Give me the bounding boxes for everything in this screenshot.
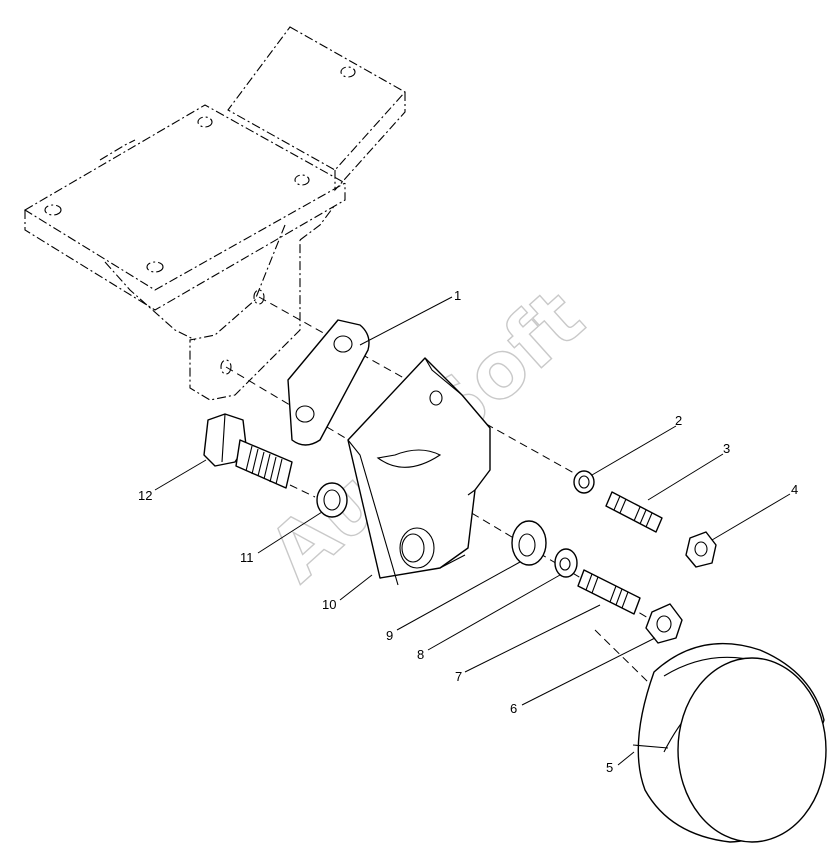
- stud-lower: [577, 569, 641, 615]
- flat-washer-small: [554, 548, 578, 578]
- flat-washer-large: [511, 520, 547, 566]
- callout-4: 4: [791, 482, 798, 497]
- callout-6: 6: [510, 701, 517, 716]
- stud: [605, 491, 663, 533]
- callout-10: 10: [322, 597, 336, 612]
- callout-7: 7: [455, 669, 462, 684]
- spring-washer: [316, 482, 348, 518]
- callout-1: 1: [454, 288, 461, 303]
- leader-lines: [154, 296, 791, 766]
- callout-9: 9: [386, 628, 393, 643]
- frame-bracket-phantom: [23, 26, 406, 401]
- callout-11: 11: [240, 550, 254, 565]
- callout-12: 12: [138, 488, 152, 503]
- callout-5: 5: [606, 760, 613, 775]
- support-bracket: [347, 357, 491, 586]
- callouts: 1 2 3 4 5 6 7 8 9 10 11 12: [138, 288, 798, 775]
- hex-nut-upper: [685, 531, 717, 568]
- callout-3: 3: [723, 441, 730, 456]
- washer-small: [573, 470, 595, 494]
- hex-bolt: [203, 413, 293, 489]
- callout-2: 2: [675, 413, 682, 428]
- callout-8: 8: [417, 647, 424, 662]
- gasket-plate: [287, 319, 370, 446]
- hex-nut-lower: [645, 603, 683, 644]
- rubber-cushion: [632, 642, 827, 843]
